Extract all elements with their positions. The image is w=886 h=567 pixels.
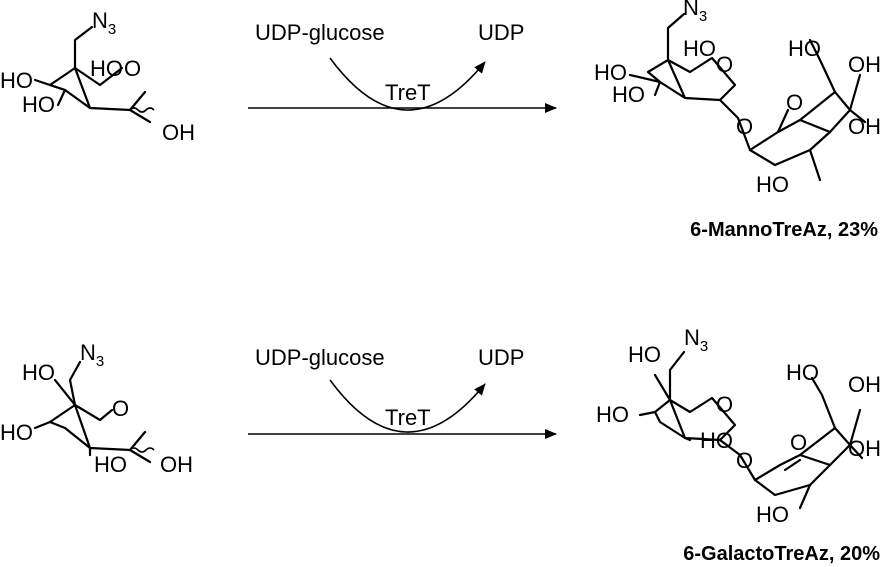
glycosidic-oxygen-label: O bbox=[736, 114, 753, 139]
substrate-6-azido-galactose: N3 HO O HO HO OH bbox=[0, 340, 193, 477]
hydroxyl-label: HO bbox=[756, 502, 789, 527]
ring-bonds bbox=[48, 403, 147, 452]
hydroxyl-label: HO bbox=[94, 452, 127, 477]
substituent-bonds bbox=[33, 360, 152, 464]
hydroxyl-label: HO bbox=[594, 60, 627, 85]
hydroxyl-label: OH bbox=[848, 436, 881, 461]
ring-oxygen-label: O bbox=[790, 430, 807, 455]
hydroxyl-label: HO bbox=[22, 360, 55, 385]
ring-oxygen-label: O bbox=[716, 52, 733, 77]
wavy-bond bbox=[129, 107, 155, 113]
ring-bonds-left bbox=[653, 396, 737, 442]
enzyme-label: TreT bbox=[385, 80, 431, 105]
substituent-bonds bbox=[638, 350, 802, 482]
substituent-bonds bbox=[33, 25, 152, 124]
reaction-1: N3 HO O HO HO OH UDP-glucose UDP TreT N3… bbox=[0, 0, 881, 241]
byproduct-label: UDP bbox=[478, 345, 524, 370]
hydroxyl-label: HO bbox=[683, 36, 716, 61]
enzyme-label: TreT bbox=[385, 405, 431, 430]
curved-arrow bbox=[329, 379, 486, 433]
glycosidic-oxygen-label: O bbox=[736, 448, 753, 473]
azide-label: N3 bbox=[684, 325, 708, 355]
product-6-manno-tre-az: N3 HO O HO OH HO HO O O OH HO bbox=[594, 0, 881, 197]
hydroxyl-label: HO bbox=[756, 172, 789, 197]
reaction-2: N3 HO O HO HO OH UDP-glucose UDP TreT N3… bbox=[0, 325, 881, 565]
product-6-galacto-tre-az: N3 HO O HO HO HO OH O O OH HO bbox=[596, 325, 881, 527]
hydroxyl-label: HO bbox=[596, 402, 629, 427]
hydroxyl-label: HO bbox=[788, 36, 821, 61]
azide-label: N3 bbox=[80, 340, 104, 370]
azide-label: N3 bbox=[683, 0, 707, 25]
substrate-6-azido-mannose: N3 HO O HO HO OH bbox=[0, 8, 195, 145]
curved-arrow bbox=[329, 57, 486, 111]
hydroxyl-label: HO bbox=[0, 420, 33, 445]
hydroxyl-label: OH bbox=[848, 52, 881, 77]
ring-oxygen-label: O bbox=[112, 396, 129, 421]
donor-label: UDP-glucose bbox=[255, 345, 385, 370]
hydroxyl-label: OH bbox=[162, 120, 195, 145]
hydroxyl-label: HO bbox=[90, 56, 123, 81]
hydroxyl-label: HO bbox=[612, 82, 645, 107]
hydroxyl-label: HO bbox=[0, 68, 33, 93]
azide-label: N3 bbox=[92, 8, 116, 38]
ring-oxygen-label: O bbox=[124, 56, 141, 81]
product-label: 6-GalactoTreAz, 20% bbox=[683, 543, 880, 565]
ring-oxygen-label: O bbox=[786, 90, 803, 115]
ring-oxygen-label: O bbox=[716, 392, 733, 417]
hydroxyl-label: OH bbox=[848, 114, 881, 139]
wavy-bond bbox=[129, 447, 155, 453]
substituent-bonds-right bbox=[798, 376, 864, 510]
hydroxyl-label: HO bbox=[700, 428, 733, 453]
hydroxyl-label: HO bbox=[628, 342, 661, 367]
byproduct-label: UDP bbox=[478, 20, 524, 45]
ring-bonds-left bbox=[646, 56, 737, 102]
hydroxyl-label: HO bbox=[786, 360, 819, 385]
hydroxyl-label: HO bbox=[22, 92, 55, 117]
hydroxyl-label: OH bbox=[848, 372, 881, 397]
product-label: 6-MannoTreAz, 23% bbox=[690, 219, 878, 241]
hydroxyl-label: OH bbox=[160, 452, 193, 477]
donor-label: UDP-glucose bbox=[255, 20, 385, 45]
substituent-bonds bbox=[628, 12, 867, 182]
